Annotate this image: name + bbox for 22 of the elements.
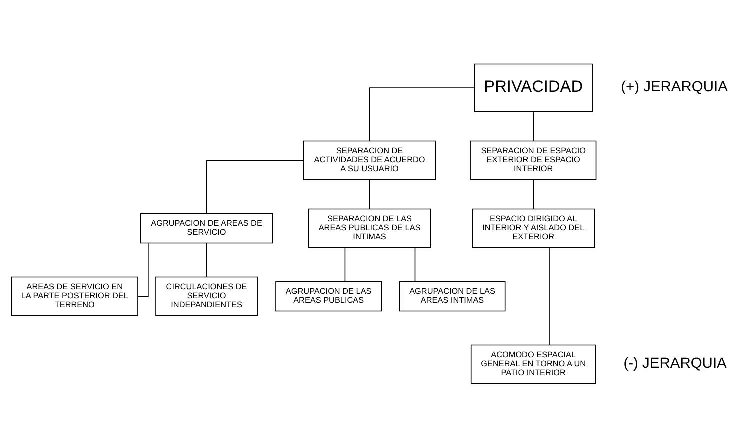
node-box: AGRUPACION DE LAS AREAS INTIMAS — [399, 280, 506, 312]
connector — [138, 242, 149, 297]
label: (+) JERARQUIA — [621, 79, 728, 96]
connector — [369, 87, 475, 141]
connector — [533, 111, 534, 141]
node-box: CIRCULACIONES DE SERVICIO INDEPANDIENTES — [156, 276, 258, 316]
connector — [206, 242, 208, 278]
connector — [206, 160, 304, 214]
node-box: PRIVACIDAD — [474, 63, 593, 112]
connector — [414, 246, 416, 282]
connector — [344, 246, 346, 282]
connector — [369, 178, 370, 210]
node-box: ACOMODO ESPACIAL GENERAL EN TORNO A UN PATIO INTERIOR — [470, 344, 596, 384]
label: (-) JERARQUIA — [624, 356, 727, 372]
node-box: AGRUPACION DE LAS AREAS PUBLICAS — [276, 280, 382, 312]
node-box: SEPARACION DE LAS AREAS PUBLICAS DE LAS INTIMAS — [308, 208, 432, 248]
connector — [533, 178, 534, 210]
node-box: AREAS DE SERVICIO EN LA PARTE POSTERIOR DEL TERRENO — [11, 276, 138, 316]
node-box: AGRUPACION DE AREAS DE SERVICIO — [140, 212, 274, 244]
node-box: SEPARACION DE ESPACIO EXTERIOR DE ESPACIO INTERIOR — [470, 140, 597, 180]
node-box: ESPACIO DIRIGIDO AL INTERIOR Y AISLADO DEL EXTERIOR — [472, 208, 596, 248]
node-box: SEPARACION DE ACTIVIDADES DE ACUERDO A SU USUARIO — [303, 140, 436, 180]
